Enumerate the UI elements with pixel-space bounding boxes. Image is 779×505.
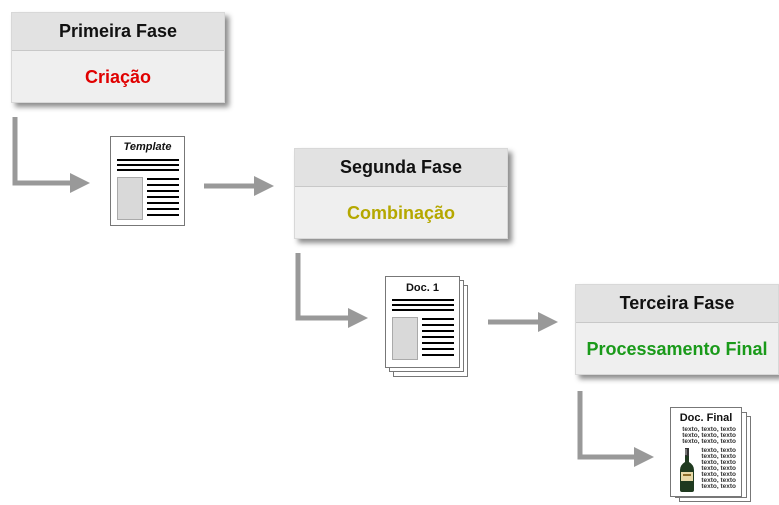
arrow-phase3-to-final <box>577 391 654 467</box>
final-side-text: texto, texto <box>701 453 736 460</box>
phase-1-subtitle: Criação <box>84 67 152 87</box>
doc1-title: Doc. 1 <box>405 282 439 294</box>
arrow-phase1-to-template <box>12 117 90 193</box>
phase-3-box: Terceira Fase Processamento Final <box>575 284 779 375</box>
final-side-text: texto, texto <box>701 465 736 472</box>
doc1-document: Doc. 1 <box>385 276 460 368</box>
final-text-line: texto, texto, texto <box>682 438 736 445</box>
final-side-text: texto, texto <box>701 459 736 466</box>
final-side-text: texto, texto <box>701 471 736 478</box>
final-doc-title: Doc. Final <box>679 412 733 424</box>
phase-3-title: Terceira Fase <box>576 285 778 323</box>
phase-2-title: Segunda Fase <box>295 149 507 187</box>
template-document: Template <box>110 136 185 226</box>
final-text-line: texto, texto, texto <box>682 426 736 433</box>
final-side-text: texto, texto <box>701 477 736 484</box>
phase-1-title: Primeira Fase <box>12 13 224 51</box>
phase-2-box: Segunda Fase Combinação <box>294 148 508 239</box>
final-side-text: texto, texto <box>701 447 736 454</box>
final-text-line: texto, texto, texto <box>682 432 736 439</box>
final-document: Doc. Final texto, texto, texto texto, te… <box>670 407 742 497</box>
phase-3-subtitle: Processamento Final <box>586 339 768 359</box>
final-side-text: texto, texto <box>701 483 736 490</box>
doc1-image-placeholder <box>392 317 418 360</box>
template-doc-title: Template <box>123 141 172 153</box>
arrow-phase2-to-doc1 <box>295 253 368 328</box>
phase-1-box: Primeira Fase Criação <box>11 12 225 103</box>
bottle-icon <box>680 448 694 492</box>
phase-2-subtitle: Combinação <box>346 203 456 223</box>
template-image-placeholder <box>117 177 143 220</box>
